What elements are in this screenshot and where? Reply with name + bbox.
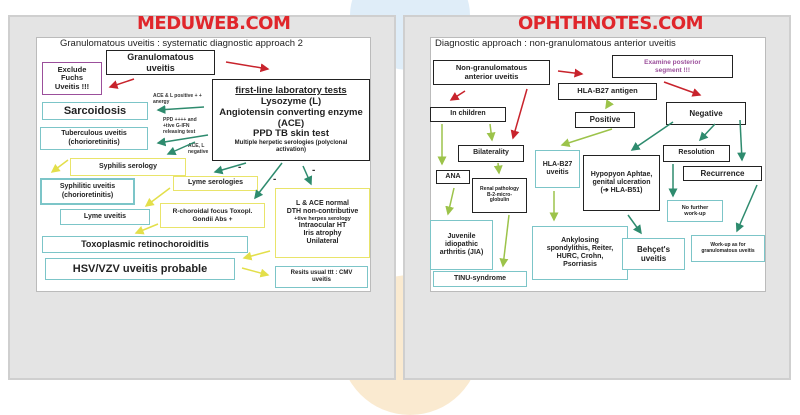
arrow (166, 141, 196, 156)
finding: DTH non-contributive (286, 207, 359, 215)
arrow (254, 162, 283, 200)
minus-label: - (273, 174, 277, 185)
recurrence-box: Recurrence (683, 166, 762, 181)
ankylosing-box: Ankylosing spondylithis, Reiter, HURC, C… (532, 226, 628, 280)
arrow (499, 214, 510, 268)
ppd-label: PPD ++++ and +tive G-IFN releasing test (163, 117, 197, 135)
minus-label: - (312, 165, 316, 176)
finding: +tive herpes serology (294, 215, 351, 222)
arrow (510, 88, 528, 140)
arrow (630, 121, 674, 151)
resolution-box: Resolution (663, 145, 730, 162)
first-line-note: Multiple herpetic serologies (polyclonal… (234, 140, 348, 154)
workup-box: Work-up as for granulomatous uveitis (691, 235, 765, 262)
children-box: In children (430, 107, 506, 122)
first-line-item: Lysozyme (L) (260, 95, 322, 107)
arrow (486, 123, 496, 142)
ana-box: ANA (436, 170, 470, 184)
arrow (737, 119, 747, 162)
arrows-layer (50, 61, 758, 278)
arrow (493, 162, 503, 175)
arrow (557, 68, 584, 78)
finding: Iris atrophy (303, 230, 342, 238)
negative-box: Negative (666, 102, 746, 125)
left-title: Granulomatous uveitis : systematic diagn… (60, 38, 303, 49)
arrow (241, 267, 270, 278)
bilaterality-box: Bilaterality (458, 145, 524, 162)
first-line-item: PPD TB skin test (252, 128, 330, 140)
arrow (627, 214, 642, 235)
resits-box: Resits usual ttt : CMV uveitis (275, 266, 368, 288)
syphilitic-box: Syphilitic uveitis (chorioretinitis) (40, 178, 135, 205)
arrow (698, 123, 716, 142)
hla-uveitis-box: HLA-B27 uveitis (535, 150, 580, 188)
first-line-heading: first-line laboratory tests (235, 84, 347, 96)
arrow (302, 165, 313, 186)
finding: Unilateral (306, 238, 339, 246)
toxoplasmic-box: Toxoplasmic retinochoroiditis (42, 236, 248, 253)
arrow (134, 223, 159, 235)
lyme-uveitis-box: Lyme uveitis (60, 209, 150, 225)
tinu-box: TINU-syndrome (433, 271, 527, 287)
arrow (156, 105, 205, 115)
arrow (605, 99, 614, 110)
arrow (225, 61, 270, 73)
arrow (445, 187, 455, 216)
first-line-tests-box: first-line laboratory tests Lysozyme (L)… (212, 79, 370, 161)
arrow (663, 81, 702, 97)
normal-findings-box: L & ACE normal DTH non-contributive +tiv… (275, 188, 370, 258)
right-title: Diagnostic approach : non-granulomatous … (435, 38, 676, 49)
ace-negative-label: ACE, L negative (188, 143, 209, 155)
lyme-serologies-box: Lyme serologies (173, 176, 258, 191)
hypopyon-box: Hypopyon Aphtae, genital ulceration (➔ H… (583, 155, 660, 211)
r-choroidal-box: R-choroidal focus Toxopl. Gondii Abs + (160, 203, 265, 228)
arrow (108, 78, 135, 89)
arrow (213, 162, 247, 175)
arrow (144, 187, 171, 207)
arrow (560, 128, 613, 148)
arrow (735, 184, 758, 233)
fuchs-box: Exclude Fuchs Uveitis !!! (42, 62, 102, 95)
syphilis-serology-box: Syphilis serology (70, 158, 186, 176)
renal-box: Renal pathology B-2-micro-globulin (472, 178, 527, 213)
finding: Intraocular HT (298, 222, 347, 230)
finding: L & ACE normal (296, 199, 349, 207)
granulomatous-box: Granulomatous uveitis (106, 50, 215, 75)
no-further-box: No further work-up (667, 200, 723, 222)
nongran-box: Non-granulomatous anterior uveitis (433, 60, 550, 85)
ace-positive-label: ACE & L positive + + anergy (153, 93, 202, 105)
jia-box: Juvenile idiopathic arthritis (JIA) (430, 220, 493, 270)
arrow (449, 90, 466, 101)
right-brand: OPHTHNOTES.COM (518, 13, 704, 34)
tuberculous-box: Tuberculous uveitis (chorioretinitis) (40, 127, 148, 150)
left-brand: MEDUWEB.COM (137, 13, 291, 34)
first-line-item: Angiotensin converting enzyme (ACE) (219, 106, 363, 129)
arrow (50, 159, 69, 173)
arrow (156, 134, 209, 147)
minus-label: - (238, 162, 242, 173)
examine-box: Examine posterior segment !!! (612, 55, 733, 78)
hsv-vzv-box: HSV/VZV uveitis probable (45, 258, 235, 280)
positive-box: Positive (575, 112, 635, 128)
arrow (242, 250, 271, 261)
behcet-box: Behçet's uveitis (622, 238, 685, 270)
sarcoidosis-box: Sarcoidosis (42, 102, 148, 120)
